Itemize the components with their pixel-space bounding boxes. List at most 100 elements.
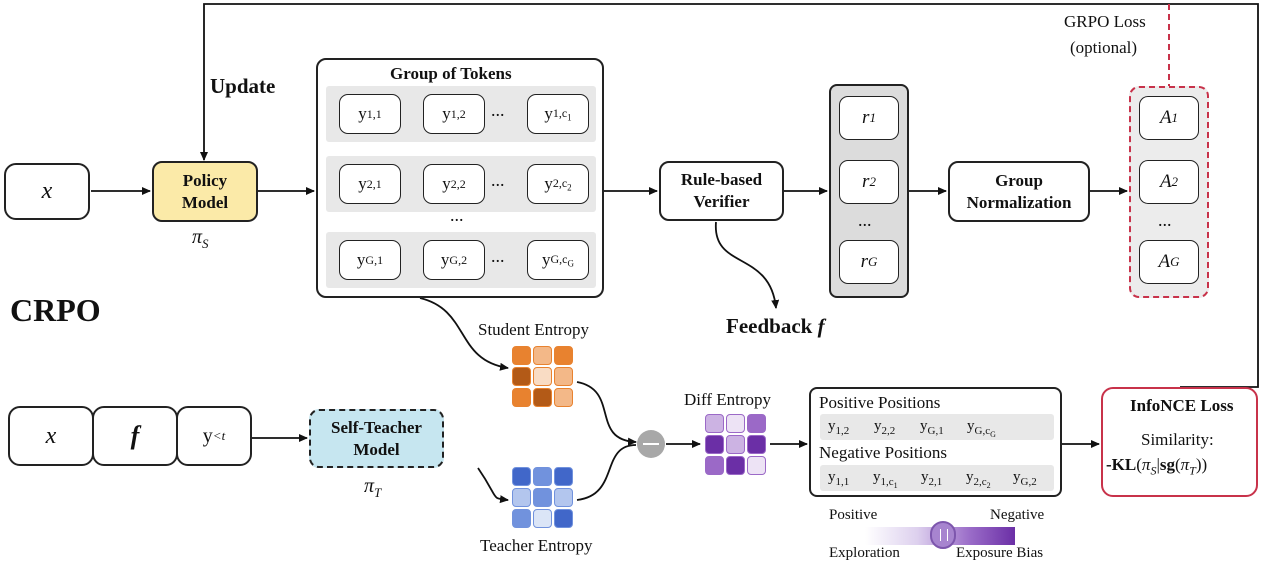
bottom-input-f: f xyxy=(92,406,178,466)
input-x-text: x xyxy=(41,178,53,204)
positive-positions-row xyxy=(820,414,1054,440)
slider-negative-label: Negative xyxy=(990,507,1045,523)
student-entropy-cell xyxy=(533,367,552,386)
negative-position-item: y1,1 xyxy=(828,469,850,488)
self-teacher-line1: Self-Teacher xyxy=(331,417,422,437)
crpo-title: CRPO xyxy=(10,292,101,328)
teacher-entropy-cell xyxy=(533,488,552,507)
similarity-label: Similarity: xyxy=(1141,430,1214,449)
rule-based-verifier-box: Rule-based Verifier xyxy=(659,161,784,221)
diff-entropy-cell xyxy=(726,435,745,454)
teacher-entropy-cell xyxy=(533,509,552,528)
policy-model-line1: Policy xyxy=(182,170,228,190)
bottom-input-y: y<t xyxy=(176,406,252,466)
group-rows-ellipsis: ... xyxy=(450,205,464,225)
student-entropy-label: Student Entropy xyxy=(478,320,589,339)
diff-entropy-cell xyxy=(747,435,766,454)
policy-model-box: Policy Model xyxy=(152,161,258,222)
diff-entropy-cell xyxy=(747,414,766,433)
update-label: Update xyxy=(210,74,276,98)
teacher-entropy-cell xyxy=(554,488,573,507)
slider-knob[interactable] xyxy=(930,521,956,549)
diff-entropy-cell xyxy=(705,435,724,454)
arrow-verifier-to-feedback xyxy=(715,221,780,309)
student-entropy-cell xyxy=(512,346,531,365)
negative-position-item: y2,1 xyxy=(921,469,943,488)
arrow-group-to-student xyxy=(419,297,509,371)
pi-s-label: πS xyxy=(192,226,209,251)
student-entropy-cell xyxy=(512,388,531,407)
diff-entropy-label: Diff Entropy xyxy=(684,390,772,409)
self-teacher-model-box: Self-Teacher Model xyxy=(309,409,444,468)
rewards-ellipsis: ... xyxy=(858,210,872,230)
positive-position-item: yG,1 xyxy=(920,418,944,437)
slider-knob-grip xyxy=(940,529,948,541)
student-entropy-cell xyxy=(554,346,573,365)
group-normalization-box: Group Normalization xyxy=(948,161,1090,222)
teacher-entropy-cell xyxy=(512,509,531,528)
negative-position-item: y2,c2 xyxy=(966,469,991,491)
feedback-label: Feedback f xyxy=(726,314,825,338)
positive-position-item: y1,2 xyxy=(828,418,850,437)
teacher-entropy-cell xyxy=(512,488,531,507)
positive-position-item: y2,2 xyxy=(874,418,896,437)
teacher-entropy-cell xyxy=(554,467,573,486)
infonce-title: InfoNCE Loss xyxy=(1130,396,1234,415)
student-entropy-cell xyxy=(554,367,573,386)
slider-exposure-label: Exposure Bias xyxy=(956,545,1044,561)
teacher-entropy-cell xyxy=(533,467,552,486)
negative-positions-row xyxy=(820,465,1054,491)
arrow-student-to-minus xyxy=(576,381,637,446)
positive-position-item: yG,cG xyxy=(967,418,996,440)
student-entropy-cell xyxy=(533,388,552,407)
self-teacher-line2: Model xyxy=(353,439,400,459)
grpo-loss-label: GRPO Loss xyxy=(1064,12,1146,31)
negative-positions-title: Negative Positions xyxy=(819,443,947,462)
diff-entropy-cell xyxy=(726,414,745,433)
arrow-teacher-entropy-to-minus xyxy=(576,444,637,501)
negative-position-item: y1,c1 xyxy=(873,469,898,491)
arrow-teacher-to-entropy xyxy=(477,467,509,504)
teacher-entropy-label: Teacher Entropy xyxy=(480,536,593,555)
bottom-input-x: x xyxy=(8,406,94,466)
teacher-entropy-cell xyxy=(554,509,573,528)
student-entropy-cell xyxy=(512,367,531,386)
student-entropy-cell xyxy=(533,346,552,365)
group-of-tokens-title: Group of Tokens xyxy=(390,64,512,83)
group-norm-line2: Normalization xyxy=(966,192,1072,212)
teacher-entropy-cell xyxy=(512,467,531,486)
token-ellipsis: ... xyxy=(491,246,505,266)
token-ellipsis: ... xyxy=(491,170,505,190)
diff-entropy-cell xyxy=(705,414,724,433)
pi-t-label: πT xyxy=(364,475,382,500)
group-norm-line1: Group xyxy=(995,170,1043,190)
diff-entropy-cell xyxy=(726,456,745,475)
grpo-loss-optional: (optional) xyxy=(1070,38,1138,57)
slider-positive-label: Positive xyxy=(829,507,878,523)
infonce-loss-box xyxy=(1101,387,1258,497)
negative-position-item: yG,2 xyxy=(1013,469,1037,488)
positive-positions-title: Positive Positions xyxy=(819,393,941,412)
advantages-ellipsis: ... xyxy=(1158,210,1172,230)
similarity-formula: -KL(πS|sg(πT)) xyxy=(1106,455,1208,478)
verifier-line1: Rule-based xyxy=(680,170,763,189)
diff-entropy-cell xyxy=(747,456,766,475)
token-ellipsis: ... xyxy=(491,100,505,120)
input-x-box: x xyxy=(4,163,90,220)
